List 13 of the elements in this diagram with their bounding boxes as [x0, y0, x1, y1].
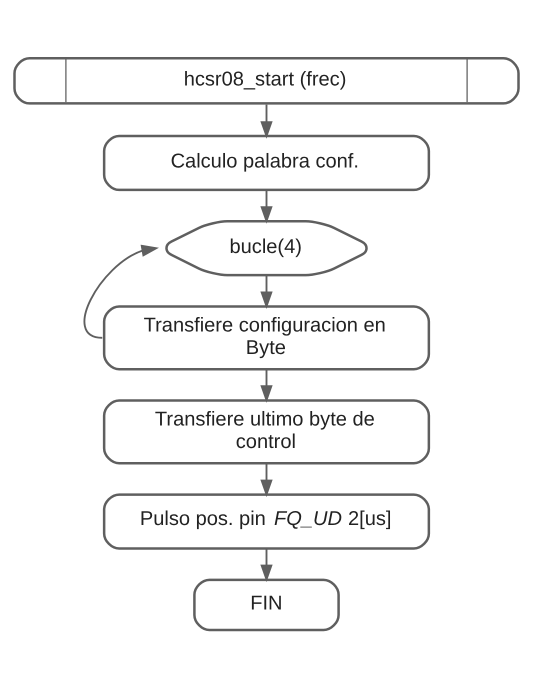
- node-box: Transfiere ultimo byte de control: [102, 398, 430, 464]
- arrow: [260, 463, 273, 497]
- arrow: [260, 548, 273, 582]
- node-ellipse: bucle(4): [165, 220, 368, 276]
- arrow: [84, 244, 159, 338]
- arrow: [260, 275, 273, 309]
- node-box: Calculo palabra conf.: [102, 134, 430, 191]
- node-box: Pulso pos. pin FQ_UD 2[us]: [102, 492, 430, 550]
- arrow: [260, 369, 273, 402]
- node-box: FIN: [193, 578, 340, 631]
- arrow: [260, 189, 273, 224]
- node-box: Transfiere configuracion en Byte: [102, 304, 430, 370]
- arrow: [260, 104, 273, 138]
